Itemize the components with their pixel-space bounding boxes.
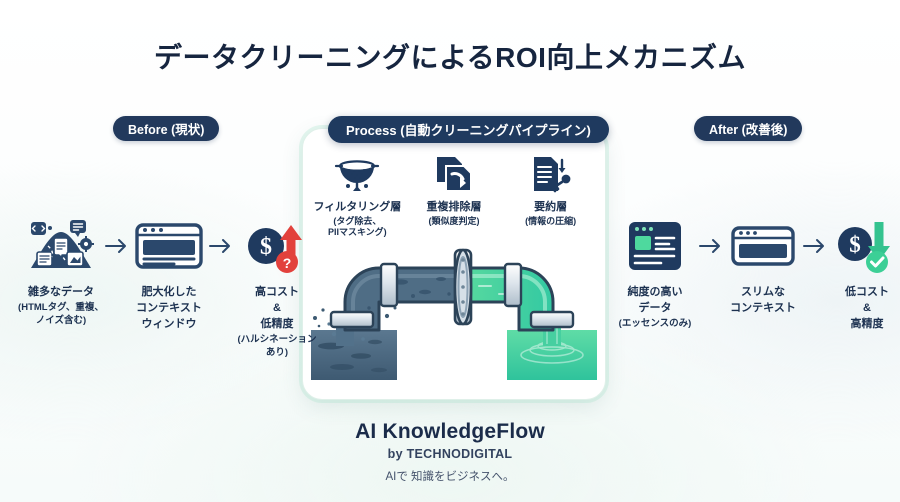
process-layer: 要約層 (情報の圧縮): [503, 153, 598, 227]
after-step: 純度の高いデータ (エッセンスのみ): [612, 215, 698, 330]
after-step: スリムなコンテキスト: [724, 215, 802, 317]
product-name: AI KnowledgeFlow: [355, 420, 545, 443]
before-step-sub: (HTMLタグ、重複、ノイズ含む): [18, 301, 104, 327]
after-step: $ 低コスト&高精度: [828, 215, 900, 333]
footer-branding: AI KnowledgeFlow by TECHNODIGITAL AIで 知識…: [0, 420, 900, 484]
cost-down-check-icon: $: [828, 215, 900, 277]
water-pipe-illustration: [311, 248, 597, 380]
after-step-label: 純度の高いデータ: [627, 286, 683, 314]
before-step: 雑多なデータ (HTMLタグ、重複、ノイズ含む): [18, 215, 104, 328]
document-key-icon: [503, 153, 598, 195]
svg-text:$: $: [260, 234, 272, 260]
after-step-sub: (エッセンスのみ): [618, 317, 692, 329]
strainer-filter-icon: [310, 153, 405, 195]
before-step: $ ? 高コスト&低精度 (ハルシネーションあり): [234, 215, 320, 359]
browser-window-icon: [130, 215, 208, 277]
badge-process: Process (自動クリーニングパイプライン): [328, 116, 609, 143]
flow-arrow-icon: [104, 215, 130, 277]
pipe-flange: [453, 248, 473, 326]
process-layer-sub: (類似度判定): [428, 215, 480, 226]
duplicate-documents-icon: [406, 153, 501, 195]
after-step-group: 純度の高いデータ (エッセンスのみ) スリムなコンテキスト: [612, 215, 900, 333]
before-step-sub: (ハルシネーションあり): [237, 333, 317, 359]
process-layer-name: フィルタリング層: [313, 201, 402, 213]
tagline: AIで 知識をビジネスへ。: [385, 471, 515, 483]
company-name: by TECHNODIGITAL: [387, 447, 513, 461]
svg-text:?: ?: [283, 255, 292, 271]
flow-arrow-icon: [698, 215, 724, 277]
badge-before: Before (現状): [113, 116, 220, 141]
before-step-group: 雑多なデータ (HTMLタグ、重複、ノイズ含む) 肥大化したコンテキストウィンド…: [18, 215, 320, 359]
before-step-label: 肥大化したコンテキストウィンドウ: [136, 286, 202, 330]
process-layer-name: 重複排除層: [426, 201, 482, 213]
process-layer: 重複排除層 (類似度判定): [406, 153, 501, 227]
process-layer-name: 要約層: [534, 201, 568, 213]
dirty-water-pool: [311, 306, 397, 380]
process-layer-list: フィルタリング層 (タグ除去、PIIマスキング) 重複排除層 (類似度判定): [303, 153, 605, 239]
before-step-label: 高コスト&低精度: [255, 286, 299, 330]
pipe-collars: [329, 262, 575, 329]
svg-text:$: $: [849, 232, 861, 257]
flow-arrow-icon: [208, 215, 234, 277]
cost-up-warning-icon: $ ?: [234, 215, 320, 277]
after-step-label: スリムなコンテキスト: [730, 286, 796, 314]
after-step-label: 低コスト&高精度: [845, 286, 889, 330]
slim-window-icon: [724, 215, 802, 277]
process-layer-sub: (タグ除去、PIIマスキング): [327, 215, 387, 238]
before-step: 肥大化したコンテキストウィンドウ: [130, 215, 208, 333]
flow-arrow-icon: [802, 215, 828, 277]
process-layer: フィルタリング層 (タグ除去、PIIマスキング): [310, 153, 405, 239]
messy-data-pile-icon: [18, 215, 104, 277]
clean-document-card-icon: [612, 215, 698, 277]
badge-after: After (改善後): [694, 116, 803, 141]
before-step-label: 雑多なデータ: [28, 286, 94, 298]
process-layer-sub: (情報の圧縮): [525, 215, 577, 226]
process-card: フィルタリング層 (タグ除去、PIIマスキング) 重複排除層 (類似度判定): [302, 128, 606, 400]
page-title: データクリーニングによるROI向上メカニズム: [154, 42, 746, 73]
